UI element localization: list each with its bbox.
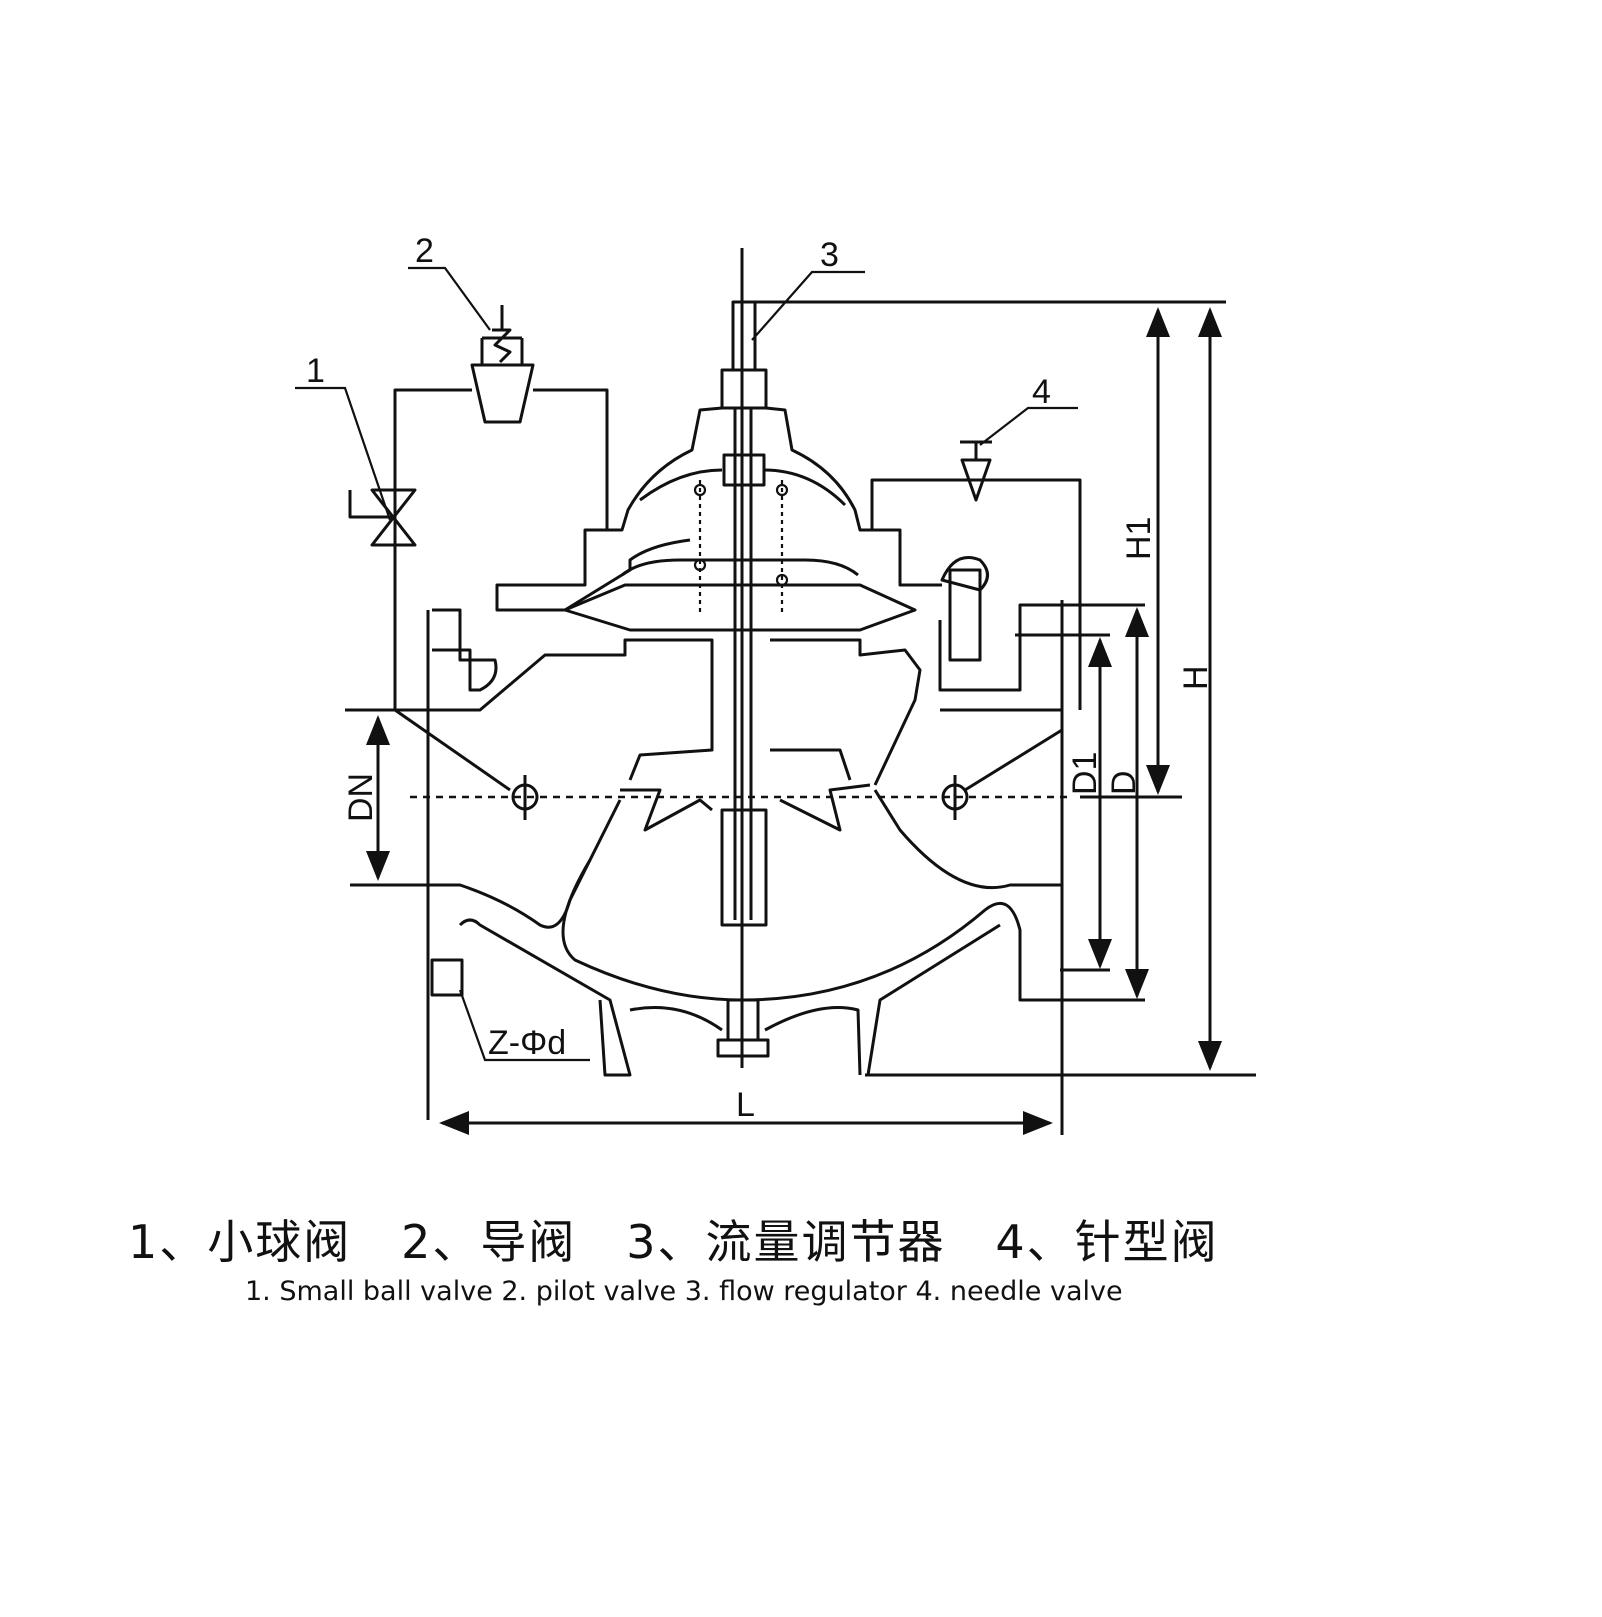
bolt-hole-label: Z-Φd (488, 1024, 566, 1062)
dim-L: L (736, 1086, 755, 1124)
flow-regulator (720, 300, 768, 927)
dim-D: D (1105, 770, 1143, 795)
dim-DN: DN (342, 773, 380, 822)
caption-english: 1. Small ball valve 2. pilot valve 3. fl… (245, 1276, 1123, 1307)
dim-D1: D1 (1066, 752, 1104, 795)
ball-valve (370, 488, 417, 547)
callout-1: 1 (306, 352, 325, 390)
valve-bonnet (495, 406, 942, 632)
callout-3: 3 (820, 236, 839, 274)
needle-valve (960, 440, 992, 502)
valve-body (345, 603, 1062, 1077)
pilot-piping (348, 305, 1082, 792)
callout-leaders (295, 266, 1078, 1062)
dimension-lines (366, 300, 1256, 1135)
dim-H1: H1 (1120, 517, 1158, 560)
callout-4: 4 (1032, 373, 1051, 411)
caption-chinese: 1、小球阀 2、导阀 3、流量调节器 4、针型阀 (128, 1215, 1219, 1269)
callout-2: 2 (415, 232, 434, 270)
dim-H: H (1177, 665, 1215, 690)
pilot-valve (470, 363, 535, 424)
